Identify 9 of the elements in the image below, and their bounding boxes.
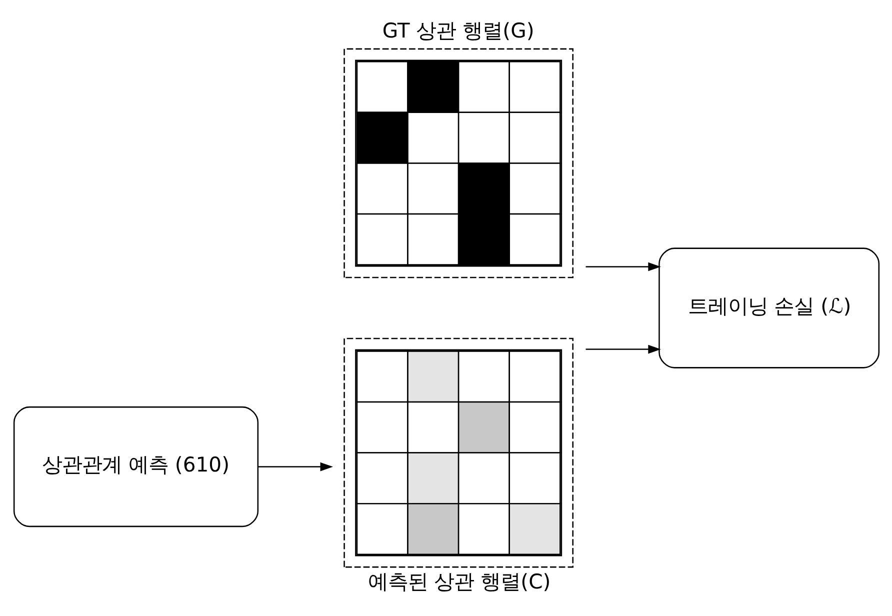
node-label: 예측된 상관 행렬(C) — [367, 569, 550, 594]
node-box — [343, 338, 573, 568]
node-label: GT 상관 행렬(G) — [382, 18, 534, 42]
arrow — [257, 462, 332, 472]
arrow — [585, 262, 660, 272]
node-box — [343, 48, 573, 278]
node-box: 상관관계 예측 (610) — [12, 406, 258, 528]
arrow — [585, 344, 660, 354]
node-box: 트레이닝 손실 (ℒ) — [658, 248, 880, 368]
